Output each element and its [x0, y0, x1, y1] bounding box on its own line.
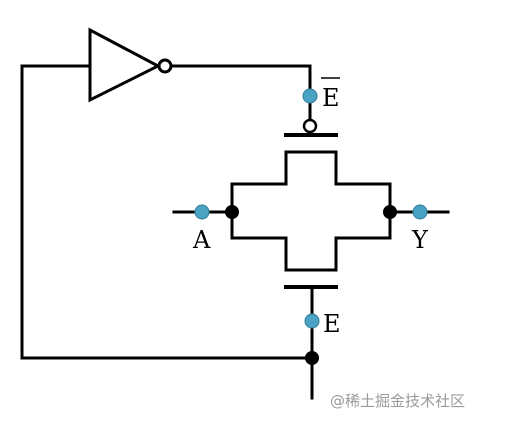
inverter-triangle — [88, 27, 162, 103]
label-enable: E — [323, 310, 341, 338]
output-junction — [383, 205, 397, 219]
inverter-bubble — [157, 58, 173, 74]
transmission-gate-body — [230, 150, 392, 272]
enable-feedback-wire — [20, 64, 314, 360]
enable-pin[interactable] — [304, 313, 320, 329]
watermark-text: @稀土掘金技术社区 — [330, 392, 465, 410]
output-pin-y[interactable] — [412, 204, 428, 220]
pmos-gate-bubble — [302, 118, 318, 134]
inverter-output-wire — [170, 64, 312, 122]
enable-bar-pin[interactable] — [302, 88, 318, 104]
label-input-a: A — [192, 226, 211, 254]
label-enable-bar: E — [322, 84, 340, 112]
input-pin-a[interactable] — [194, 204, 210, 220]
input-junction — [225, 205, 239, 219]
label-output-y: Y — [411, 226, 429, 254]
enable-junction — [305, 351, 319, 365]
